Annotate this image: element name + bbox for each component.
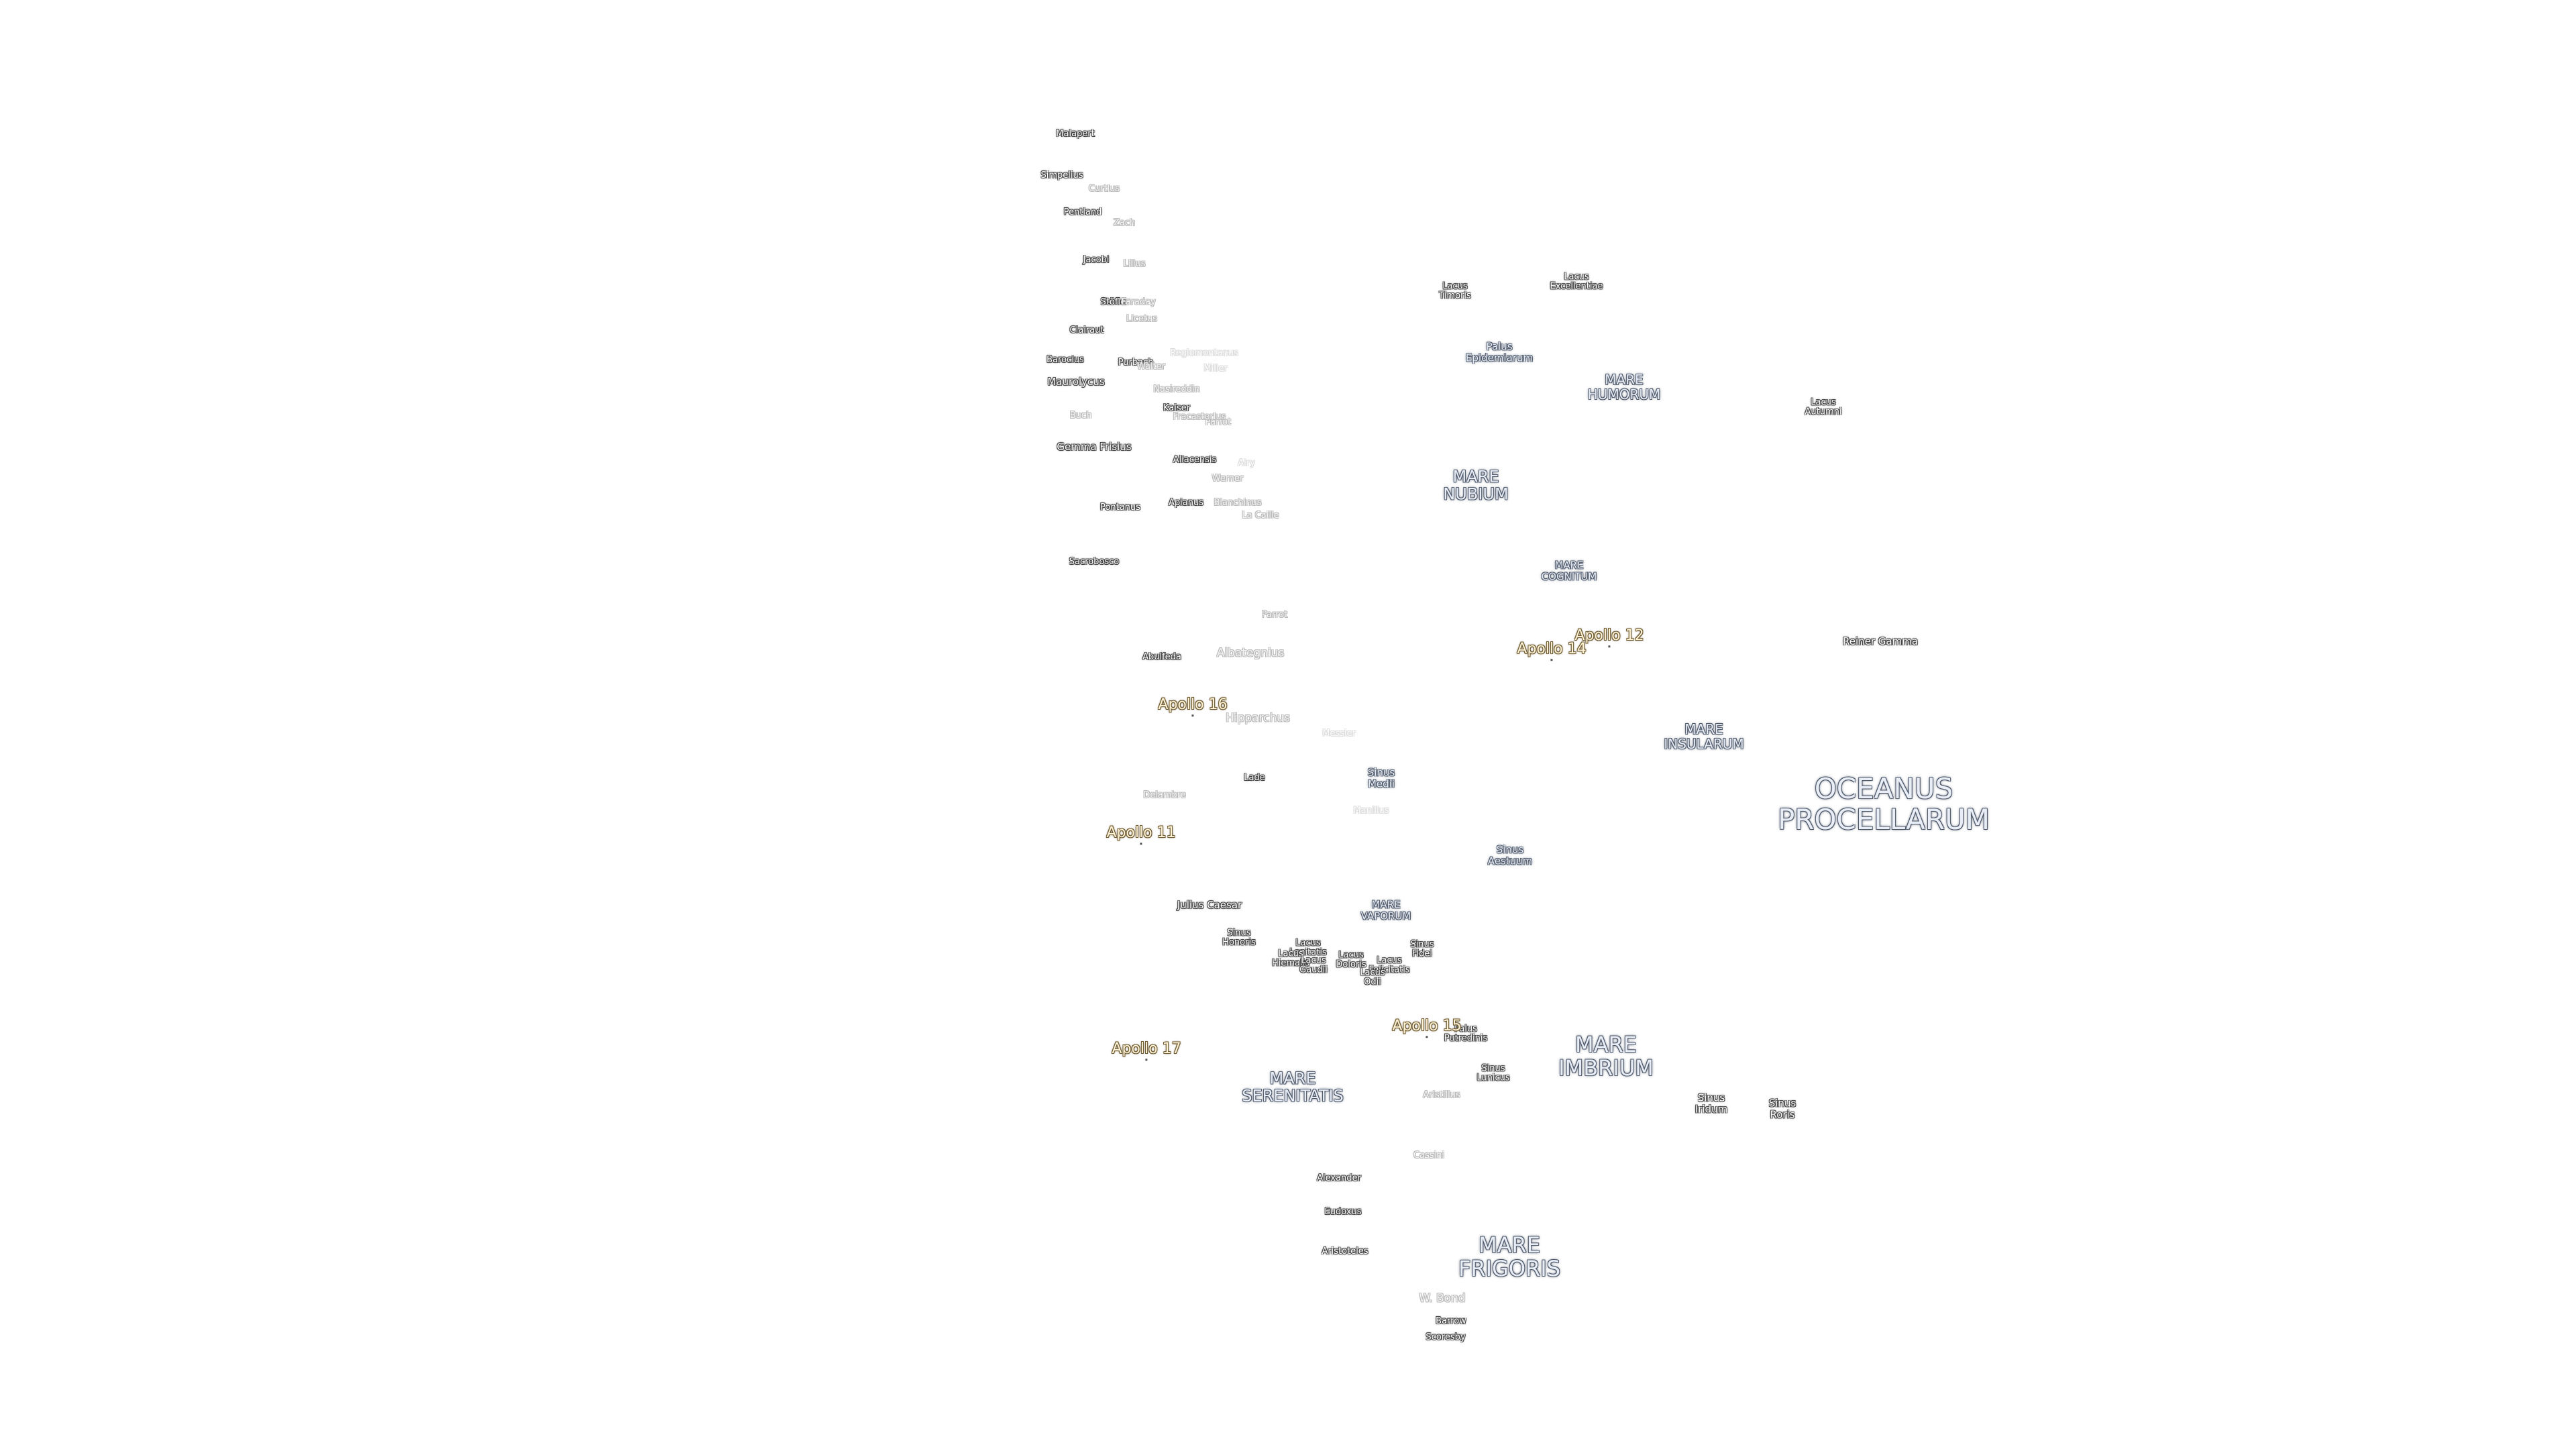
mare-vaporum-label: MARE VAPORUM: [1360, 898, 1411, 922]
apollo-17-marker: [1145, 1059, 1148, 1061]
crater-aliacensis-label: Aliacensis: [1173, 454, 1217, 465]
crater-delambre-label: Delambre: [1143, 790, 1186, 800]
crater-abulfeda-label: Abulfeda: [1142, 651, 1181, 662]
crater-eudoxus-label: Eudoxus: [1324, 1206, 1362, 1217]
apollo-12-label: Apollo 12: [1574, 627, 1644, 645]
crater-w-bond-label: W. Bond: [1419, 1291, 1466, 1305]
lacus-lenitatis-label: Lacus Lenitatis: [1289, 938, 1327, 958]
apollo-12-site[interactable]: Apollo 12: [1574, 612, 1644, 664]
mare-imbrium-label: MARE IMBRIUM: [1558, 1031, 1654, 1081]
crater-nasireddin-label: Nasireddin: [1153, 384, 1200, 394]
crater-faraday-label: Faraday: [1121, 297, 1156, 307]
crater-scoresby-label: Scoresby: [1426, 1332, 1466, 1342]
crater-walter-label: Walter: [1136, 361, 1166, 372]
oceanus-procellarum-label: OCEANUS PROCELLARUM: [1777, 771, 1990, 836]
crater-pontanus-label: Pontanus: [1100, 502, 1140, 513]
crater-clairaut-label: Clairaut: [1069, 325, 1104, 335]
crater-fracastorius-label: Fracastorius: [1173, 411, 1226, 422]
lacus-excellentiae-label: Lacus Excellentiae: [1550, 272, 1603, 292]
crater-la-caille-label: La Caille: [1242, 510, 1279, 521]
crater-purbach-label: Purbach: [1118, 357, 1154, 368]
lacus-timoris-label: Lacus Timoris: [1439, 281, 1471, 301]
mare-humorum-label: MARE HUMORUM: [1587, 372, 1661, 402]
apollo-16-marker: [1191, 714, 1194, 717]
crater-albategnius-label: Albategnius: [1216, 646, 1285, 660]
sinus-lunicus-label: Sinus Lunicus: [1477, 1063, 1510, 1083]
apollo-14-marker: [1550, 659, 1553, 661]
crater-jacobi-label: Jacobi: [1083, 254, 1110, 265]
mare-nubium-label: MARE NUBIUM: [1443, 467, 1509, 504]
crater-reiner-gamma-label: Reiner Gamma: [1842, 635, 1919, 647]
lacus-doloris-label: Lacus Doloris: [1336, 950, 1366, 970]
apollo-14-label: Apollo 14: [1517, 641, 1587, 658]
crater-kaiser-label: Kaiser: [1163, 402, 1190, 413]
apollo-11-marker: [1140, 843, 1142, 845]
crater-regiomontanus-label: Regiomontanus: [1170, 347, 1238, 358]
apollo-17-site[interactable]: Apollo 17: [1112, 1025, 1181, 1077]
lacus-hiemalis-label: Lacus Hiemalis: [1271, 949, 1310, 969]
apollo-12-marker: [1608, 645, 1611, 648]
crater-buch-label: Buch: [1069, 410, 1092, 421]
crater-werner-label: Werner: [1212, 473, 1244, 484]
crater-lade-label: Lade: [1244, 772, 1265, 783]
sinus-fidei-label: Sinus Fidei: [1410, 939, 1434, 959]
sinus-honoris-label: Sinus Honoris: [1222, 928, 1256, 948]
palus-putredinis-label: Palus Putredinis: [1444, 1024, 1488, 1044]
crater-curtius-label: Curtius: [1088, 183, 1120, 194]
sinus-iridum-label: Sinus Iridum: [1695, 1091, 1728, 1115]
crater-stofler-label: Stöfler: [1100, 297, 1130, 307]
crater-cassini-label: Cassini: [1413, 1150, 1445, 1161]
crater-alexander-label: Alexander: [1317, 1173, 1361, 1183]
sinus-medii-label: Sinus Medii: [1367, 766, 1395, 790]
mare-cognitum-label: MARE COGNITUM: [1541, 559, 1597, 582]
apollo-11-label: Apollo 11: [1106, 824, 1176, 842]
apollo-14-site[interactable]: Apollo 14: [1517, 625, 1587, 678]
crater-barrow-label: Barrow: [1436, 1316, 1466, 1326]
crater-malapert-label: Malapert: [1056, 128, 1095, 139]
apollo-15-label: Apollo 15: [1392, 1018, 1462, 1035]
crater-blanchinus-label: Blanchinus: [1214, 497, 1262, 508]
apollo-17-label: Apollo 17: [1112, 1040, 1181, 1058]
crater-barocius-label: Barocius: [1046, 354, 1084, 365]
crater-sacrobosco-label: Sacrobosco: [1069, 556, 1120, 567]
lacus-odii-label: Lacus Odii: [1360, 967, 1385, 987]
crater-zach-label: Zach: [1113, 217, 1136, 228]
crater-licetus-label: Licetus: [1126, 313, 1158, 324]
sinus-roris-label: Sinus Roris: [1768, 1097, 1796, 1120]
crater-apianus-label: Apianus: [1169, 497, 1203, 508]
lacus-gaudii-label: Lacus Gaudii: [1299, 955, 1328, 975]
crater-simpelius-label: Simpelius: [1040, 170, 1083, 180]
lacus-autumni-label: Lacus Autumni: [1805, 397, 1842, 417]
crater-pentland-label: Pentland: [1063, 207, 1102, 217]
crater-gemma-frisius-label: Gemma Frisius: [1057, 440, 1132, 453]
crater-hipparchus-label: Hipparchus: [1226, 711, 1290, 725]
crater-parrot-2-label: Parrot: [1261, 609, 1288, 620]
mare-insularum-label: MARE INSULARUM: [1664, 721, 1744, 752]
apollo-16-label: Apollo 16: [1158, 696, 1228, 714]
crater-julius-caesar-label: Julius Caesar: [1177, 898, 1242, 911]
mare-frigoris-label: MARE FRIGORIS: [1458, 1232, 1561, 1281]
crater-lilius-label: Lilius: [1123, 258, 1146, 269]
crater-maurolycus-label: Maurolycus: [1047, 375, 1105, 388]
sinus-aestuum-label: Sinus Aestuum: [1487, 843, 1533, 867]
crater-parrot-label: Parrot: [1205, 417, 1232, 427]
apollo-11-site[interactable]: Apollo 11: [1106, 809, 1176, 861]
crater-aristoteles-label: Aristoteles: [1322, 1246, 1368, 1256]
apollo-16-site[interactable]: Apollo 16: [1158, 681, 1228, 733]
crater-messier-label: Messier: [1322, 728, 1356, 739]
apollo-15-site[interactable]: Apollo 15: [1392, 1002, 1462, 1055]
palus-epidemiarum-label: Palus Epidemiarum: [1465, 340, 1534, 364]
lacus-felicitatis-label: Lacus Felicitatis: [1368, 955, 1410, 975]
crater-manilius-label: Manilius: [1353, 805, 1389, 816]
mare-serenitatis-label: MARE SERENITATIS: [1242, 1069, 1344, 1106]
crater-airy-label: Airy: [1238, 458, 1255, 468]
crater-aristillus-label: Aristillus: [1423, 1089, 1460, 1100]
apollo-15-marker: [1426, 1036, 1428, 1038]
crater-miller-label: Miller: [1203, 363, 1228, 374]
